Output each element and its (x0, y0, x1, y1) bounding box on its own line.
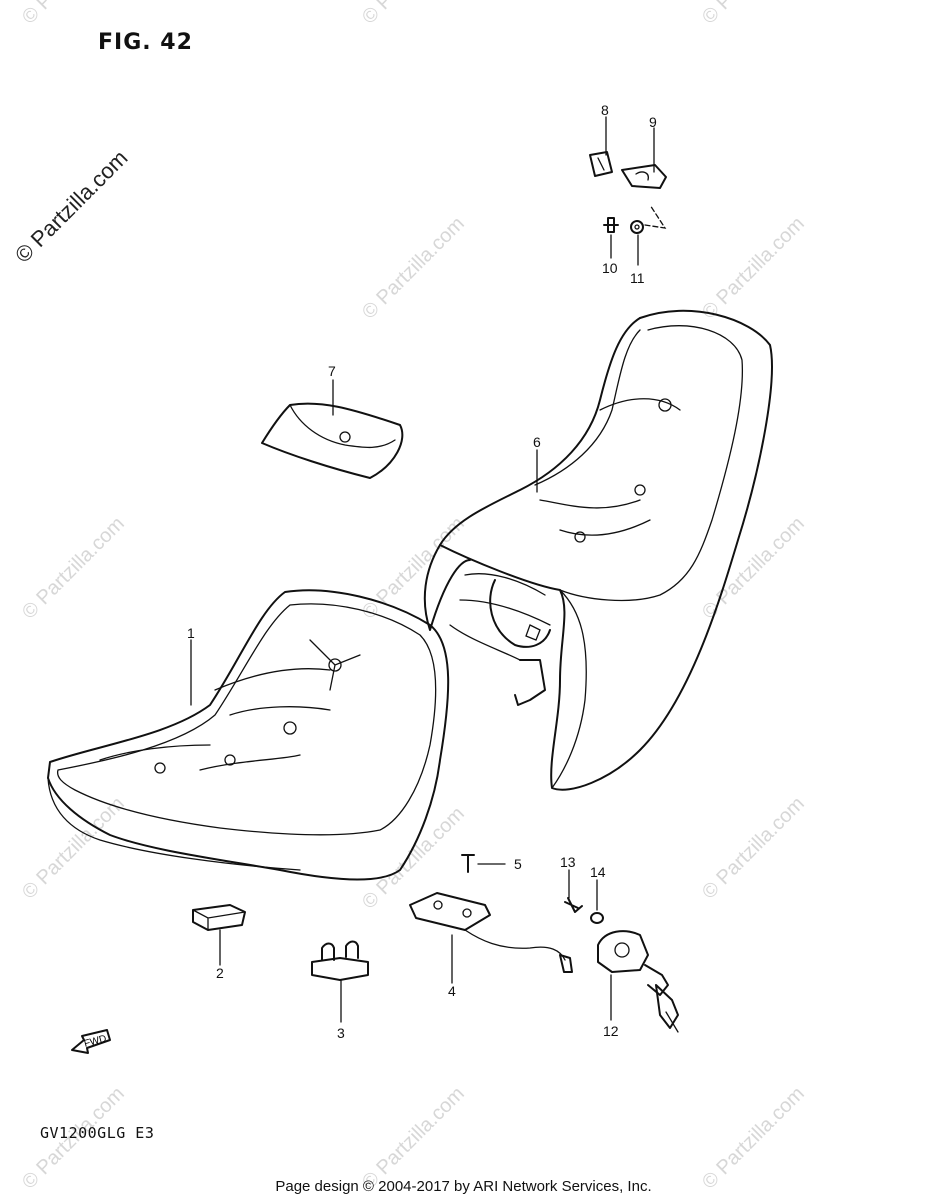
page-footer: Page design © 2004-2017 by ARI Network S… (275, 1178, 652, 1195)
watermark: © Partzilla.com (18, 793, 129, 904)
watermark: © Partzilla.com (698, 513, 809, 624)
callout-7: 7 (328, 363, 336, 379)
parts-8-11-hinge-hardware[interactable] (589, 151, 667, 234)
callout-12: 12 (603, 1023, 619, 1039)
callout-numbers: 1 2 3 4 5 6 7 8 9 10 11 12 13 14 (187, 102, 657, 1041)
part-13-bolt[interactable] (564, 897, 583, 913)
callout-6: 6 (533, 434, 541, 450)
part-6-rear-seat[interactable] (423, 309, 773, 791)
figure-title: FIG. 42 (98, 30, 193, 55)
background-watermarks: © Partzilla.com © Partzilla.com © Partzi… (18, 0, 809, 1194)
part-12-seat-lock[interactable] (597, 930, 679, 1033)
callout-11: 11 (630, 270, 645, 286)
part-5-screw[interactable] (461, 854, 475, 873)
callout-10: 10 (602, 260, 618, 276)
watermark: © Partzilla.com (18, 513, 129, 624)
part-3-seat-damper[interactable] (311, 940, 369, 981)
callout-5: 5 (514, 856, 522, 872)
callout-14: 14 (590, 864, 606, 880)
part-14-washer[interactable] (590, 912, 604, 924)
part-2-rubber-cushion[interactable] (192, 904, 246, 931)
callout-13: 13 (560, 854, 576, 870)
callout-3: 3 (337, 1025, 345, 1041)
watermark: © Partzilla.com (358, 1083, 469, 1194)
callout-2: 2 (216, 965, 224, 981)
watermark: © Partzilla.com (698, 0, 809, 29)
callout-9: 9 (649, 114, 657, 130)
part-4-seat-switch[interactable] (409, 892, 573, 973)
watermark: © Partzilla.com (18, 0, 129, 29)
callout-4: 4 (448, 983, 456, 999)
part-1-front-seat[interactable] (47, 589, 450, 881)
callout-8: 8 (601, 102, 609, 118)
forward-arrow-icon: FWD (71, 1029, 111, 1054)
leader-lines (190, 116, 655, 1023)
watermark: © Partzilla.com (358, 0, 469, 29)
watermark: © Partzilla.com (698, 1083, 809, 1194)
watermark: © Partzilla.com (698, 213, 809, 324)
part-7-seat-cover-tool[interactable] (261, 402, 404, 479)
callout-1: 1 (187, 625, 195, 641)
watermark: © Partzilla.com (698, 793, 809, 904)
watermark: © Partzilla.com (358, 213, 469, 324)
model-code: GV1200GLG E3 (40, 1124, 155, 1142)
